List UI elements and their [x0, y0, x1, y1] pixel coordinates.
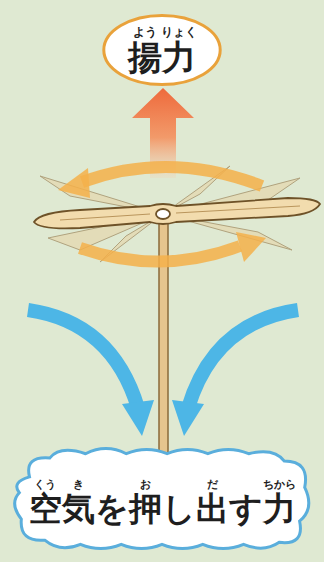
node-label: 空気を押し出す力: [29, 491, 296, 527]
furigana: よう: [133, 26, 157, 38]
furigana: りょく: [161, 26, 197, 38]
air-arrowhead: [172, 400, 204, 436]
rotation-arrowhead: [236, 232, 266, 262]
hub: [156, 209, 170, 219]
propeller-blade: [34, 198, 320, 228]
air-cloud: 空気を押し出す力: [4, 440, 320, 556]
rotation-arrow: [80, 246, 240, 262]
lift-oval: 揚力: [102, 14, 222, 86]
air-arrow: [28, 310, 138, 408]
stick: [159, 212, 168, 462]
oval-shape: [104, 15, 220, 84]
furigana: き: [73, 479, 84, 490]
furigana: だ: [207, 479, 218, 490]
blade-edge: [60, 206, 300, 220]
furigana: お: [140, 479, 151, 490]
cloud-shape: [15, 448, 309, 548]
rotation-arrowhead: [58, 168, 90, 198]
air-arrow: [188, 310, 298, 408]
furigana: くう: [34, 479, 56, 490]
air-arrowhead: [122, 400, 154, 436]
furigana: ちから: [263, 479, 296, 490]
rotation-arrow: [82, 167, 262, 186]
node-label: 揚力: [128, 39, 196, 76]
